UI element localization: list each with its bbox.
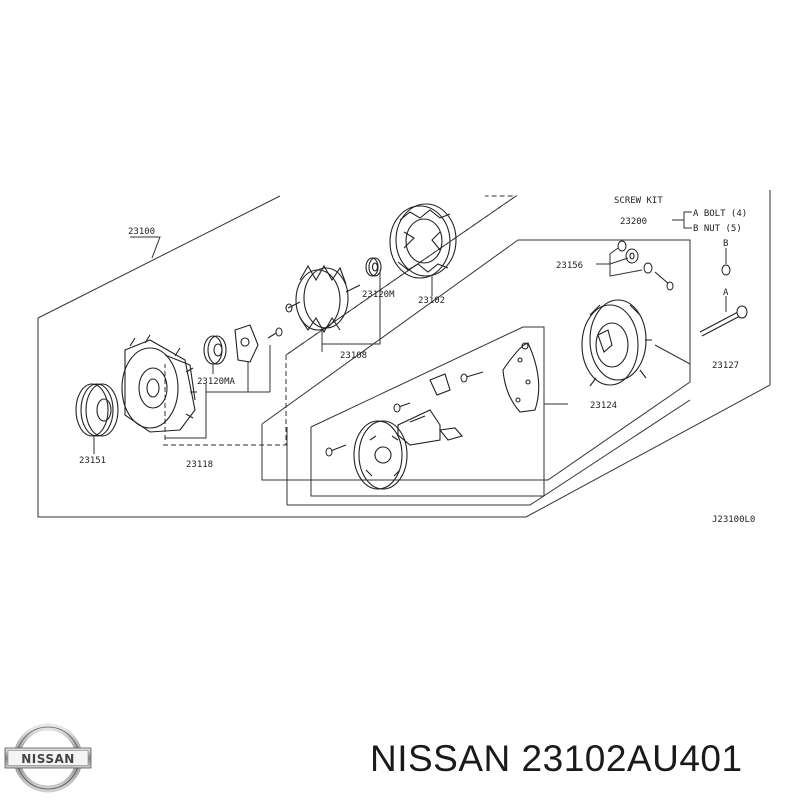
nissan-logo-text: NISSAN — [21, 752, 75, 766]
callout-labels: 23100 23102 23120M 23108 23120MA 23118 2… — [79, 217, 739, 470]
callout-23151: 23151 — [79, 456, 106, 466]
tag-b: B — [723, 239, 728, 249]
part-number-caption: NISSAN 23102AU401 — [370, 738, 743, 779]
retainer-plate-part — [234, 324, 259, 392]
rotor-part — [285, 264, 361, 344]
brush-holder-part — [460, 342, 540, 413]
rear-bearing-part — [322, 257, 382, 345]
rear-housing-box — [261, 239, 691, 506]
callout-23120m: 23120M — [362, 290, 395, 300]
drawing-code: J23100L0 — [712, 515, 755, 525]
callout-23127: 23127 — [712, 361, 739, 371]
callout-23200: 23200 — [620, 217, 647, 227]
nut-b-part — [721, 248, 731, 276]
front-housing-part — [121, 334, 197, 433]
leader-lines — [130, 211, 692, 439]
screw-kit-title: SCREW KIT — [614, 196, 663, 206]
stator-part — [389, 203, 457, 290]
callout-23120ma: 23120MA — [197, 377, 236, 387]
callout-23102: 23102 — [418, 296, 445, 306]
front-bearing-part — [203, 335, 227, 374]
nissan-logo: NISSAN — [2, 722, 94, 794]
screw-kit-legend: SCREW KIT A BOLT (4) B NUT (5) B A — [614, 196, 747, 298]
callout-23108: 23108 — [340, 351, 367, 361]
plate-screw-part — [267, 327, 283, 392]
pulley-part — [75, 383, 119, 454]
regulator-part — [393, 373, 463, 446]
rear-housing-part — [581, 299, 691, 387]
terminal-parts — [596, 240, 674, 291]
callout-23124: 23124 — [590, 401, 617, 411]
screw-kit-line-b: B NUT (5) — [693, 224, 742, 234]
callout-23100: 23100 — [128, 227, 155, 237]
assembly-outline — [37, 190, 771, 518]
bolt-a-part — [699, 296, 748, 337]
screw-kit-line-a: A BOLT (4) — [693, 209, 747, 219]
front-housing-box — [163, 195, 518, 446]
callout-23156: 23156 — [556, 261, 583, 271]
rectifier-plate-part — [325, 420, 408, 490]
callout-23118: 23118 — [186, 460, 213, 470]
tag-a: A — [723, 288, 729, 298]
